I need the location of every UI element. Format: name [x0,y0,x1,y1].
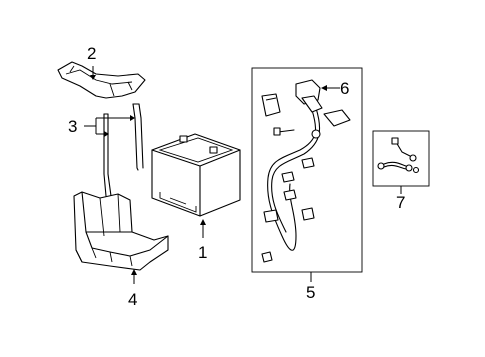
cable-clip-left [261,93,281,117]
leader-2-arrow [90,75,96,80]
clamp-2 [281,171,295,183]
battery-cable [261,79,351,263]
callout-2: 2 [87,44,96,63]
ground-cable [377,137,420,174]
cable-bolt [277,129,295,133]
clamp-3 [283,189,297,201]
leader-3 [95,117,133,135]
callout-6: 6 [340,79,349,98]
clamp-5 [263,209,279,223]
battery [151,133,241,217]
hold-down-bracket [57,61,146,99]
callout-1: 1 [198,243,207,262]
battery-tray [73,191,169,271]
cable-kit-frame [251,67,363,273]
clamp-4 [301,207,315,221]
clamp-6 [261,251,273,263]
callout-7: 7 [396,193,405,212]
ground-cable-frame [372,130,430,187]
nut-1 [311,129,321,139]
callout-4: 4 [128,290,137,309]
callout-5: 5 [306,283,315,302]
clamp-1 [301,157,315,169]
cable-clip-right [323,109,351,127]
callout-3: 3 [68,117,77,136]
